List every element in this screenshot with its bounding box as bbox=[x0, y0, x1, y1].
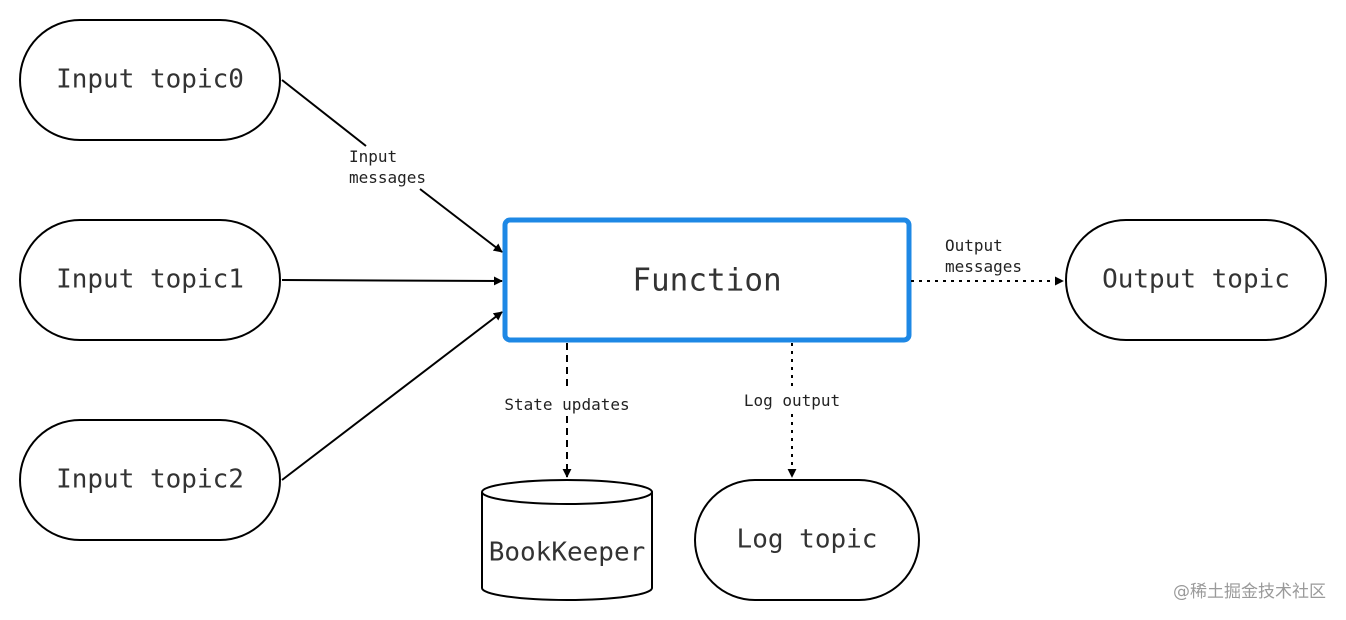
node-output-topic-label: Output topic bbox=[1102, 265, 1290, 295]
edge-input0-segment-a bbox=[281, 79, 367, 147]
node-bookkeeper-label: BookKeeper bbox=[489, 538, 646, 568]
edge-label-log-output: Log output bbox=[744, 391, 840, 410]
edge-input1 bbox=[281, 276, 503, 286]
edge-input2 bbox=[281, 311, 503, 481]
watermark: @稀土掘金技术社区 bbox=[1173, 582, 1326, 602]
node-input-topic0-label: Input topic0 bbox=[56, 65, 244, 95]
node-input-topic0: Input topic0 bbox=[19, 19, 281, 141]
edge-label-input-messages-line2: messages bbox=[349, 168, 426, 187]
node-log-topic-label: Log topic bbox=[737, 525, 878, 555]
edge-label-output-messages-line2: messages bbox=[945, 257, 1022, 276]
node-input-topic2-label: Input topic2 bbox=[56, 465, 244, 495]
node-input-topic1: Input topic1 bbox=[19, 219, 281, 341]
node-output-topic: Output topic bbox=[1065, 219, 1327, 341]
node-input-topic1-label: Input topic1 bbox=[56, 265, 244, 295]
edge-label-state-updates: State updates bbox=[504, 395, 629, 414]
edge-label-input-messages-line1: Input bbox=[349, 147, 397, 166]
node-log-topic: Log topic bbox=[694, 479, 920, 601]
node-bookkeeper: BookKeeper bbox=[481, 479, 653, 601]
node-function-label: Function bbox=[632, 263, 781, 299]
edge-input0-segment-b bbox=[419, 188, 503, 253]
node-function: Function bbox=[502, 217, 912, 343]
edge-label-output-messages-line1: Output bbox=[945, 236, 1003, 255]
node-input-topic2: Input topic2 bbox=[19, 419, 281, 541]
